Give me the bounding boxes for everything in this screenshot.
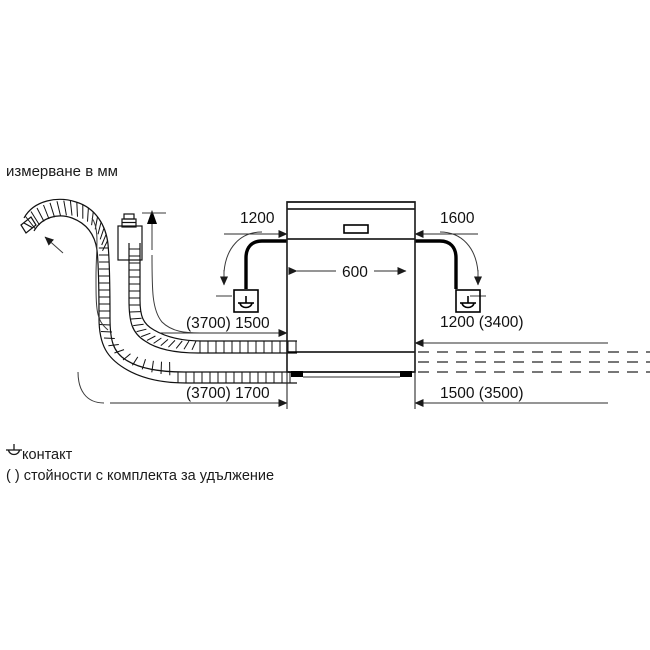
control-display	[343, 224, 369, 234]
dimension-label-width: 600	[342, 264, 368, 281]
water-hose-assembly	[20, 198, 297, 384]
witness-lines	[286, 202, 416, 409]
dimension-bottom-left	[77, 371, 288, 407]
dimension-label-top-right: 1600	[440, 210, 475, 227]
drain-connection-dashed-lines	[418, 351, 650, 373]
legend-socket-icon	[6, 444, 22, 456]
legend-socket-label: контакт	[22, 447, 73, 463]
valve-height-arrow	[142, 210, 166, 250]
dimension-label-bottom-left: (3700) 1700	[186, 385, 270, 402]
socket-icon-right	[455, 289, 481, 313]
hose-ribs-outer	[25, 200, 291, 383]
power-cord-left	[216, 231, 287, 297]
inlet-hose-inner	[128, 243, 297, 354]
aquastop-valve	[117, 213, 143, 261]
hose-end-arrow	[44, 236, 64, 254]
foot-right	[400, 371, 412, 377]
dishwasher-body	[286, 201, 416, 378]
power-cord-right	[415, 231, 486, 297]
dimension-label-mid-left: (3700) 1500	[186, 315, 270, 332]
unit-note: измерване в мм	[6, 163, 118, 180]
dimension-label-mid-right: 1200 (3400)	[440, 314, 524, 331]
dimension-label-bottom-right: 1500 (3500)	[440, 385, 524, 402]
hose-ribs-inner	[129, 248, 297, 353]
hose-leader-lines	[91, 217, 201, 334]
socket-icon-left	[233, 289, 259, 313]
legend-bracket-note: ( ) стойности с комплекта за удължение	[6, 468, 275, 484]
foot-left	[291, 371, 303, 377]
dimension-label-top-left: 1200	[240, 210, 275, 227]
